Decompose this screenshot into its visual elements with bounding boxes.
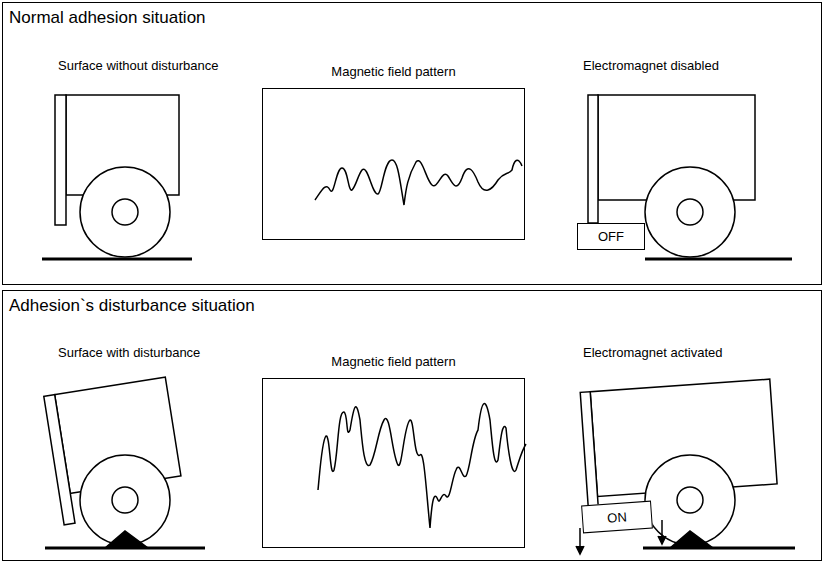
robot-tilted [44, 377, 205, 548]
robot-normal [42, 95, 192, 259]
electromagnet-state-box: OFF [577, 223, 645, 250]
field-pattern-box: Magnetic field pattern [262, 88, 525, 240]
magnetic-wave [315, 160, 522, 205]
field-pattern-box: Magnetic field pattern [262, 378, 525, 548]
figure-label: Surface with disturbance [58, 345, 200, 360]
figure-label: Electromagnet disabled [583, 58, 719, 73]
figure-label: Electromagnet activated [583, 345, 722, 360]
robot-electromagnet-off [588, 95, 792, 259]
state-text: OFF [598, 229, 624, 244]
figure-label: Surface without disturbance [58, 58, 218, 73]
robot-electromagnet-on [576, 379, 795, 554]
state-text: ON [607, 509, 627, 525]
box-heading: Magnetic field pattern [263, 64, 524, 79]
electromagnet-state-box: ON [581, 501, 653, 534]
box-heading: Magnetic field pattern [263, 354, 524, 369]
panel-title: Adhesion`s disturbance situation [9, 296, 255, 316]
situation-panel: Normal adhesion situationMagnetic field … [2, 2, 822, 285]
panel-title: Normal adhesion situation [9, 8, 206, 28]
magnetic-wave-disturbed [318, 404, 526, 528]
situation-panel: Adhesion`s disturbance situationMagnetic… [2, 290, 822, 561]
